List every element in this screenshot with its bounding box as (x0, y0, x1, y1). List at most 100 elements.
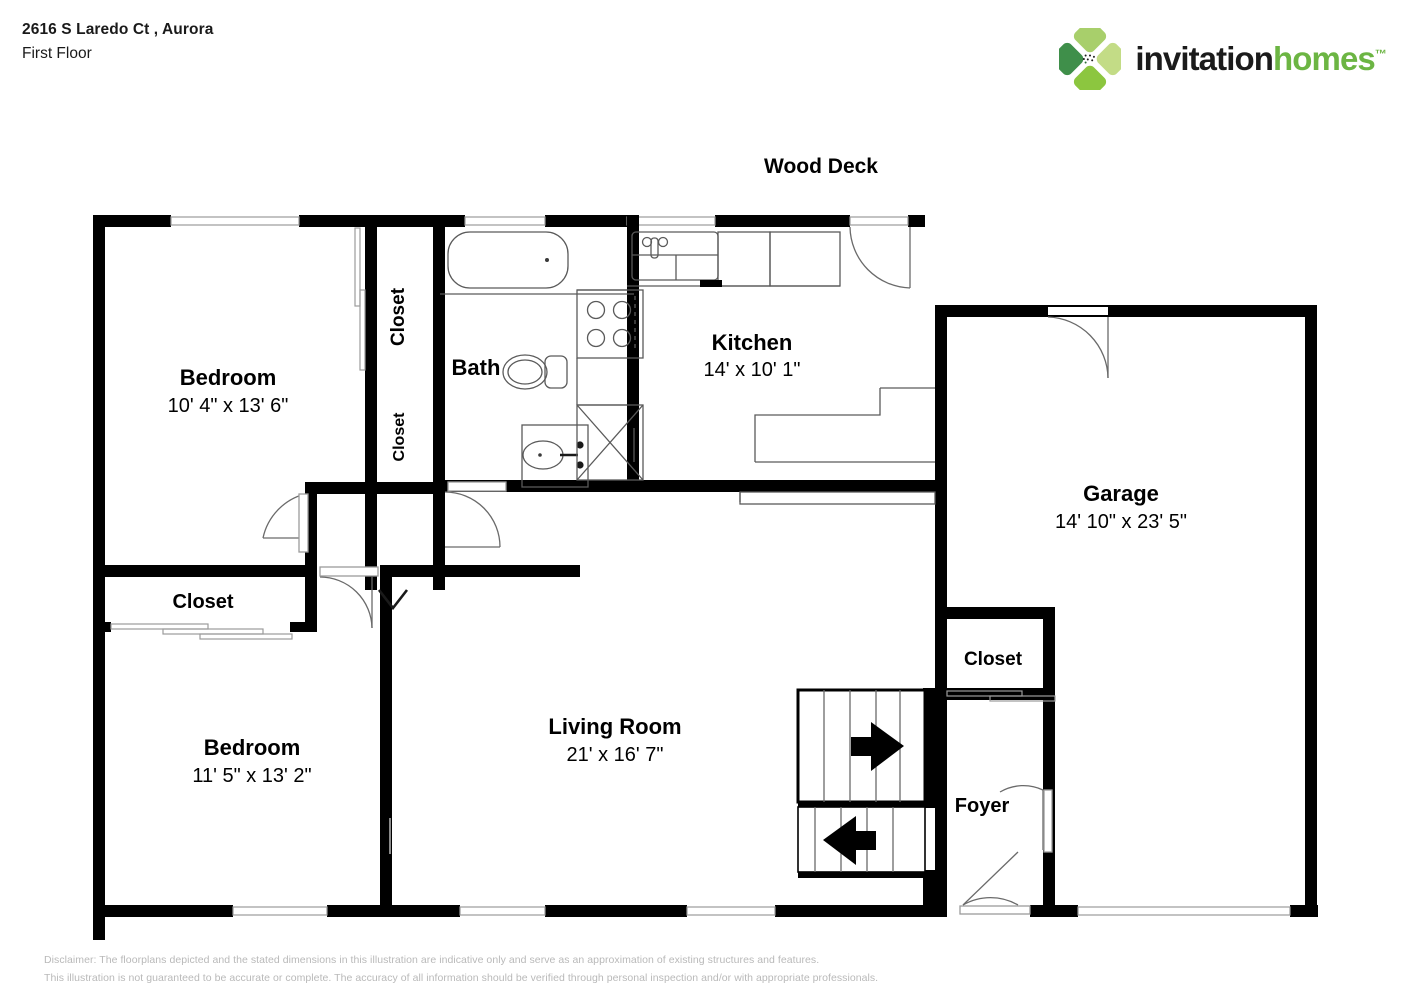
wall-foyer-left (935, 688, 947, 917)
wall-bottom-a (93, 905, 233, 917)
wall-kitchen-bottom (627, 480, 937, 492)
door-swing-bath (444, 491, 501, 548)
door-swing-foyer-entry (962, 896, 1019, 906)
fixture-layer (440, 231, 936, 505)
window (626, 216, 716, 226)
door-opening-bedroom1 (298, 493, 309, 553)
burner-icon (612, 300, 632, 320)
wall-closet-bottom-stub-b (290, 622, 317, 632)
wall-top-c (545, 215, 627, 227)
window (170, 216, 300, 226)
peninsula-counter (754, 388, 881, 462)
sliding-door-panel (354, 227, 361, 307)
faucet-handle-icon (576, 441, 584, 449)
wall-closet-left-mid (365, 377, 377, 492)
disclaimer-block: Disclaimer: The floorplans depicted and … (44, 951, 1144, 988)
wall-garage-top (935, 305, 1317, 317)
sliding-door-panel (162, 628, 264, 635)
door-swing-foyer-garage (999, 785, 1044, 793)
brand-logo: invitationhomes™ (1059, 28, 1387, 90)
counter-section (769, 231, 841, 287)
stairs-up-arrow-icon (851, 722, 904, 771)
sink-faucet-handle (641, 236, 653, 248)
door-layer (262, 226, 1109, 915)
window (464, 216, 546, 226)
label-foyer-name: Foyer (955, 795, 1010, 817)
wall-foyer-closet-left (935, 607, 947, 699)
stairs-down-arrow-icon (823, 816, 876, 865)
label-bedroom-2-name: Bedroom (204, 735, 301, 760)
door-opening-foyer-entry (959, 905, 1031, 915)
tub-drain-icon (545, 258, 549, 262)
wall-bath-left-upper (433, 215, 445, 485)
wall-closet-left-upper (365, 215, 377, 377)
wall-stair-mid (798, 800, 923, 808)
label-living-room-dims: 21' x 16' 7" (566, 744, 663, 766)
wood-deck-label: Wood Deck (764, 155, 878, 178)
door-leaf-foyer-entry (962, 851, 1019, 906)
brand-word-homes: homes (1273, 40, 1376, 77)
sliding-door-panel (946, 690, 1023, 697)
label-living-room-name: Living Room (548, 714, 681, 739)
dishwasher-x (576, 404, 644, 481)
closet-sliding-doors-foyer (946, 690, 1056, 702)
wall-closet-bottom-stub-a (93, 622, 111, 632)
deck-door-opening (849, 216, 909, 226)
wall-garage-right (1305, 305, 1317, 917)
toilet-tank-icon (544, 355, 568, 389)
vanity-counter (521, 424, 589, 488)
property-address: 2616 S Laredo Ct , Aurora (22, 21, 214, 38)
door-opening-foyer-garage (1043, 789, 1053, 853)
floorplan-container: Wood Deck (0, 110, 1414, 940)
label-closet-foyer: Closet (964, 649, 1023, 670)
wall-living-left (380, 565, 392, 917)
wall-bottom-b (327, 905, 460, 917)
sink-faucet-icon (650, 237, 659, 259)
window (686, 906, 776, 916)
window (232, 906, 328, 916)
wall-closet-right (305, 565, 317, 627)
wall-bottom-d (775, 905, 935, 917)
closet-access-arrow-icon (377, 589, 409, 611)
burner-icon (586, 300, 606, 320)
closet-sliding-doors-bedroom2 (110, 623, 293, 640)
wall-stair-bottom (798, 870, 935, 878)
vanity-basin-icon (522, 440, 564, 470)
burner-icon (586, 328, 606, 348)
garage-door-gap (1048, 307, 1108, 315)
toilet-bowl-inner (507, 359, 543, 385)
wall-garage-left-lower (1043, 610, 1055, 917)
wall-top-a (93, 215, 171, 227)
wall-top-d (715, 215, 850, 227)
faucet-handle-icon (576, 461, 584, 469)
wall-top-b (299, 215, 465, 227)
vanity-drain-icon (538, 453, 542, 457)
label-closet-hall: Closet (391, 412, 408, 462)
burner-icon (612, 328, 632, 348)
toilet-bowl-icon (502, 354, 548, 390)
room-label-layer: Bedroom 10' 4" x 13' 6" Bedroom 11' 5" x… (168, 287, 1187, 817)
bathtub-icon (447, 231, 569, 289)
page-header: 2616 S Laredo Ct , Aurora First Floor (0, 0, 1414, 110)
sink-faucet-handle (657, 236, 669, 248)
wall-closet-divider (365, 482, 445, 494)
garage-door-opening (1077, 906, 1291, 916)
wall-bottom-c (545, 905, 687, 917)
label-bath-name: Bath (452, 355, 501, 380)
door-swing-garage (1047, 316, 1109, 379)
brand-wordmark: invitationhomes™ (1135, 40, 1387, 78)
bottom-window-sills (232, 906, 1291, 916)
counter-section (717, 231, 771, 287)
wall-closet-left-lower (365, 482, 377, 590)
door-swing-bedroom2 (319, 576, 373, 629)
wall-foyer-closet-top (935, 607, 1055, 619)
label-kitchen-dims: 14' x 10' 1" (703, 359, 800, 381)
wall-kitchen-left (627, 215, 639, 492)
label-closet-bedroom1: Closet (388, 287, 409, 346)
label-kitchen-name: Kitchen (712, 330, 793, 355)
label-garage-dims: 14' 10" x 23' 5" (1055, 511, 1187, 533)
label-garage-name: Garage (1083, 481, 1159, 506)
sliding-door-panel (110, 623, 209, 630)
counter-below-wall (739, 491, 936, 505)
sliding-door-panel (989, 695, 1056, 702)
